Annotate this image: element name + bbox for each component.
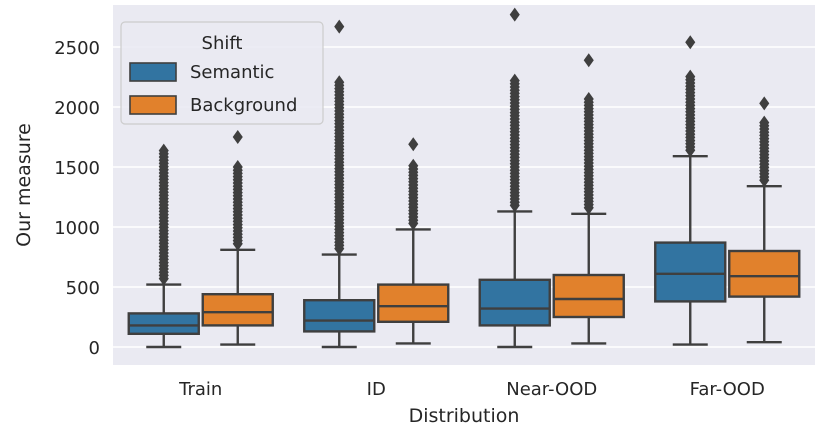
outlier-point <box>759 96 770 111</box>
outlier-point <box>509 73 520 88</box>
legend-swatch <box>129 95 177 115</box>
gridlines <box>113 46 815 348</box>
box-iqr <box>478 278 551 327</box>
y-tick-label: 2500 <box>54 38 100 59</box>
box-background-far-ood <box>728 96 801 344</box>
box-iqr <box>654 241 727 303</box>
x-tick-label: Train <box>178 379 222 400</box>
outlier-point <box>583 92 594 106</box>
x-axis-label: Distribution <box>409 405 520 427</box>
y-axis-label: Our measure <box>13 123 35 247</box>
outlier-point <box>685 35 696 50</box>
outlier-point <box>408 137 419 152</box>
legend-swatch <box>129 62 177 82</box>
x-tick-label: Far-OOD <box>690 379 765 400</box>
box-iqr <box>201 293 274 327</box>
y-tick-label: 2000 <box>54 98 100 119</box>
legend-label: Semantic <box>190 62 274 83</box>
outlier-point <box>232 160 243 174</box>
box-background-id <box>377 137 450 345</box>
box-semantic-far-ood <box>654 35 727 346</box>
outlier-point <box>232 130 243 144</box>
legend-label: Background <box>190 95 297 116</box>
outlier-point <box>509 7 520 22</box>
y-tick-label: 0 <box>89 338 100 359</box>
box-semantic-near-ood <box>478 7 551 349</box>
x-tick-label: ID <box>367 379 386 400</box>
box-semantic-train <box>127 143 200 349</box>
outlier-point <box>158 143 169 158</box>
box-iqr <box>552 273 625 319</box>
box-iqr <box>303 299 376 333</box>
outlier-point <box>334 75 345 90</box>
outlier-point <box>408 158 419 173</box>
x-tick-label: Near-OOD <box>506 379 597 400</box>
x-axis-ticks: Train ID Near-OOD Far-OOD <box>178 379 765 400</box>
box-iqr <box>377 283 450 324</box>
boxes <box>127 7 801 349</box>
box-semantic-id <box>303 19 376 349</box>
box-iqr <box>728 249 801 298</box>
box-background-train <box>201 130 274 346</box>
box-iqr <box>127 312 200 335</box>
outlier-point <box>334 19 345 34</box>
y-tick-label: 500 <box>66 278 100 299</box>
y-axis-ticks: 0 500 1000 1500 2000 2500 <box>54 38 100 359</box>
y-tick-label: 1000 <box>54 218 100 239</box>
y-tick-label: 1500 <box>54 158 100 179</box>
box-background-near-ood <box>552 53 625 345</box>
outlier-point <box>685 69 696 84</box>
outlier-point <box>759 115 770 130</box>
outlier-point <box>583 53 594 68</box>
legend-title: Shift <box>202 33 243 54</box>
